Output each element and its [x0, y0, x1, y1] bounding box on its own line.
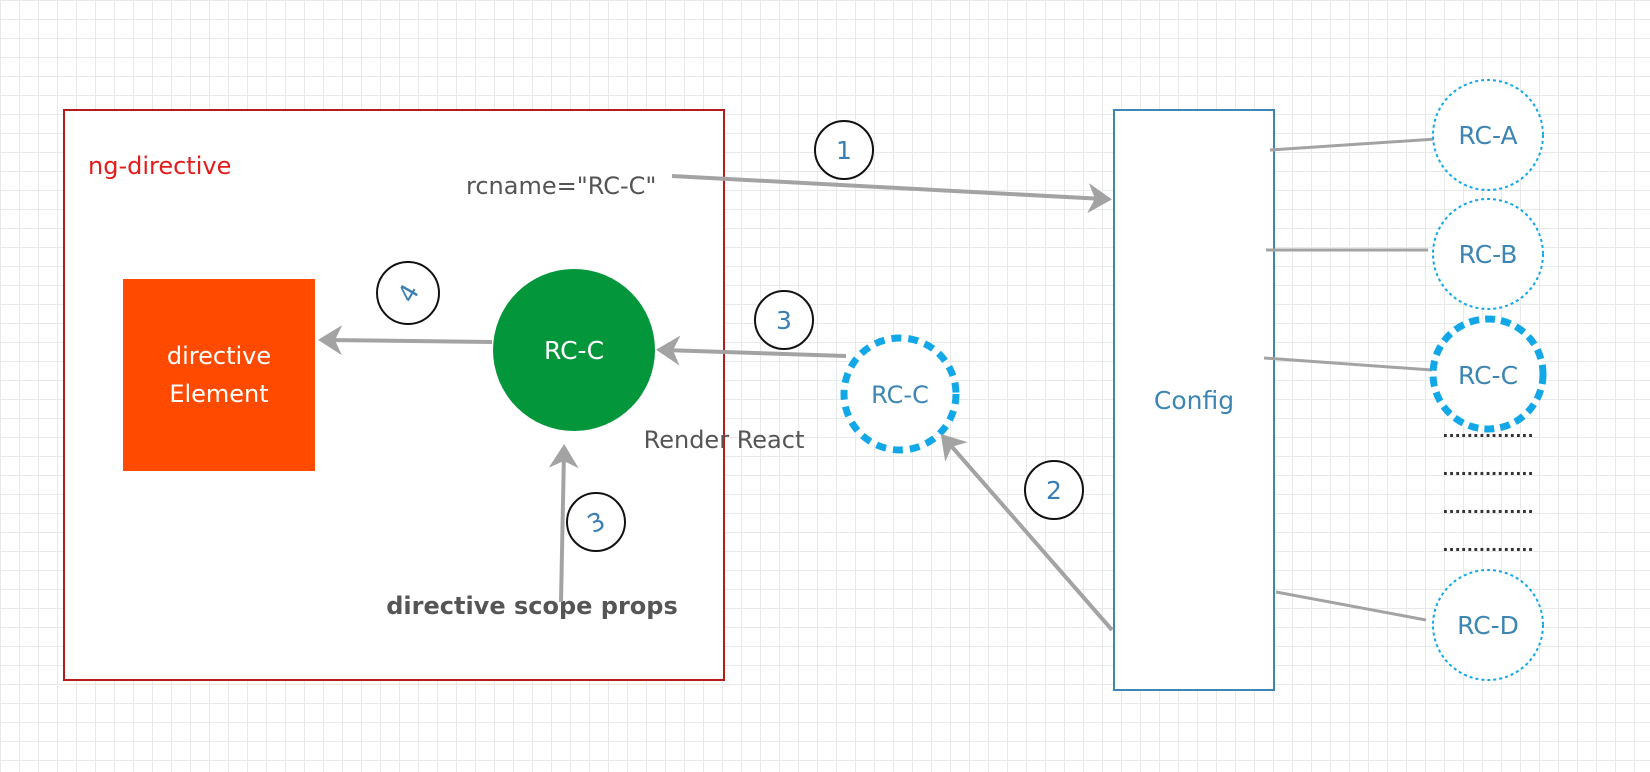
arrow-rendered-to-element	[318, 325, 493, 356]
registry-rc-c-circle	[1429, 315, 1547, 433]
registry-rc-b-label: RC-B	[1459, 240, 1518, 269]
step-3-props-marker: 3	[566, 492, 626, 552]
registry-ellipsis-4: ...............	[1442, 536, 1533, 555]
registry-ellipsis-3: ...............	[1442, 498, 1533, 517]
ng-directive-label: ng-directive	[88, 152, 231, 180]
registry-rc-d-circle	[1432, 569, 1544, 681]
registry-rc-a-label: RC-A	[1458, 121, 1517, 150]
connector-rc-d	[1275, 590, 1427, 622]
connector-rc-a	[1269, 137, 1437, 152]
render-react-label: Render React	[644, 426, 805, 454]
directive-element-label-line2: Element	[169, 380, 268, 408]
arrow-rcname-to-config	[671, 174, 1112, 214]
loaded-component-circle	[840, 334, 960, 454]
rendered-component-label: RC-C	[544, 336, 604, 365]
registry-ellipsis-2: ...............	[1442, 460, 1533, 479]
step-2-label: 2	[1046, 476, 1062, 505]
arrow-loaded-to-rendered	[656, 335, 847, 366]
registry-ellipsis-1: ...............	[1442, 422, 1533, 441]
step-1-marker: 1	[814, 120, 874, 180]
connector-rc-c	[1263, 356, 1433, 372]
config-label: Config	[1154, 386, 1234, 415]
loaded-component-label: RC-C	[871, 381, 929, 409]
scope-props-label: directive scope props	[386, 592, 678, 620]
arrow-props-to-rendered	[548, 444, 579, 603]
rcname-attribute-text: rcname="RC-C"	[466, 172, 656, 200]
directive-element-label-line1: directive	[167, 342, 271, 370]
registry-rc-d-label: RC-D	[1457, 611, 1519, 640]
config-box	[1113, 109, 1275, 691]
step-1-label: 1	[836, 136, 852, 165]
step-4-marker: 4	[376, 261, 440, 325]
registry-rc-b-circle	[1432, 198, 1544, 310]
registry-rc-a-circle	[1432, 79, 1544, 191]
step-3-marker: 3	[754, 290, 814, 350]
registry-rc-c-label: RC-C	[1458, 361, 1518, 390]
rendered-component-circle	[493, 269, 655, 431]
directive-element-box	[123, 279, 315, 471]
arrow-config-to-loaded	[940, 433, 1114, 632]
step-2-marker: 2	[1024, 460, 1084, 520]
step-3-label: 3	[776, 306, 792, 335]
